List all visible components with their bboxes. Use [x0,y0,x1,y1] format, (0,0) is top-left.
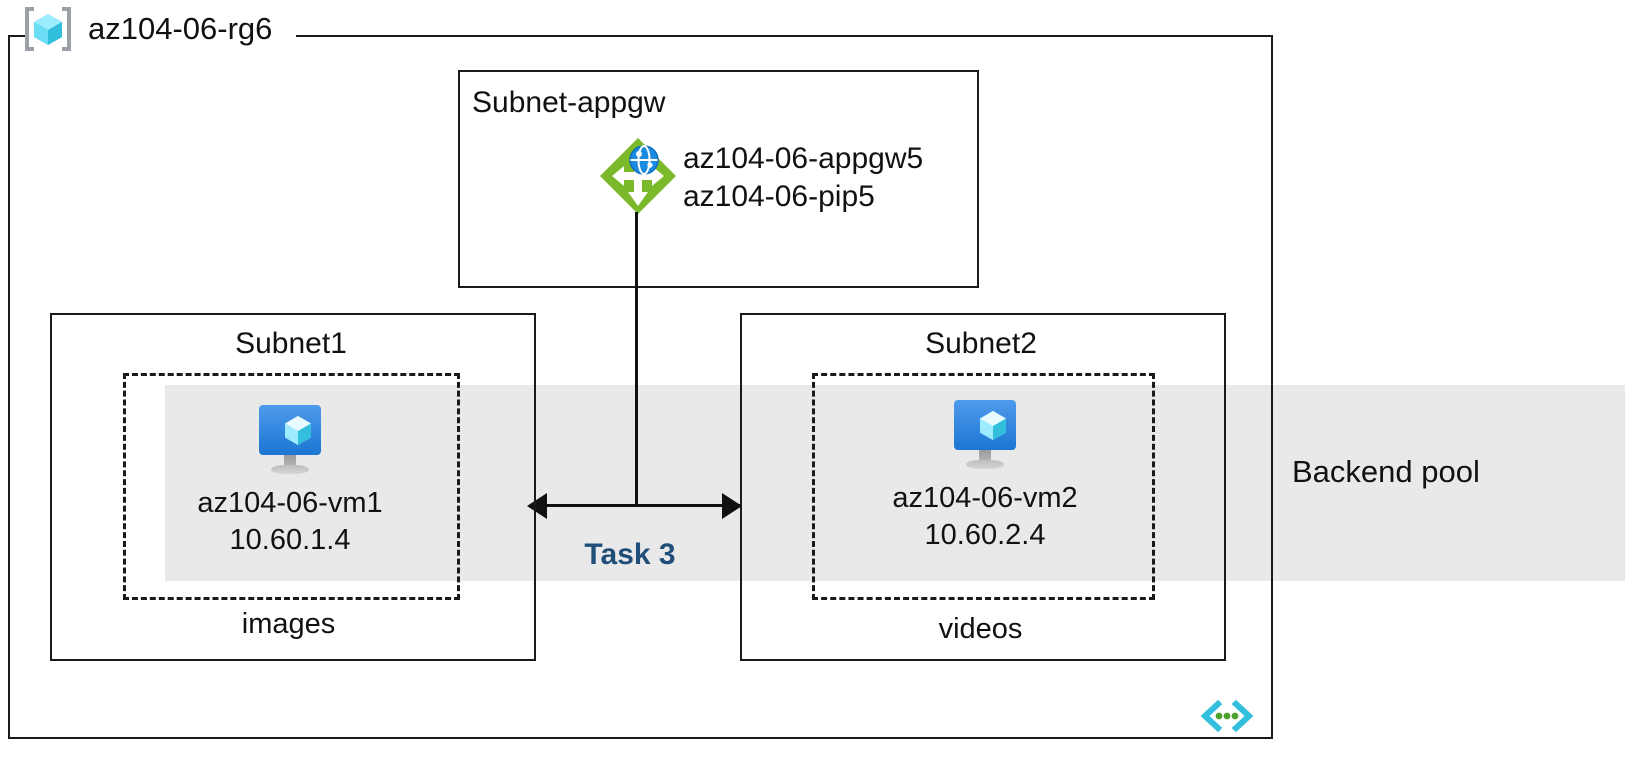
arrow-head-left [527,493,547,519]
subnet2-title: Subnet2 [925,327,1037,360]
resource-group-border-top-stub [8,35,26,37]
vm-monitor-base [966,460,1004,469]
subnet1-footer-label: images [241,608,336,640]
resource-group-border-bottom [8,737,1273,739]
vm-cube-glyph [980,411,1006,440]
vm-monitor-base [271,465,309,474]
resource-group-border-left [8,35,10,739]
backend-pool-label: Backend pool [1292,454,1480,489]
virtual-network-icon [1196,695,1258,737]
vm-monitor-neck [284,455,296,467]
application-gateway-icon [598,136,678,216]
subnet2-footer-label: videos [938,613,1023,645]
task-annotation: Task 3 [584,538,676,571]
vm-monitor-screen [954,400,1016,450]
vm1-ip: 10.60.1.4 [229,524,351,556]
resource-group-name: az104-06-rg6 [88,11,273,46]
appgw-name-label: az104-06-appgw5 [683,142,924,175]
subnet-appgw-box [458,70,979,288]
virtual-machine-icon [946,400,1024,472]
subnet-appgw-title: Subnet-appgw [472,86,666,119]
subnet2-box [740,313,1226,661]
application-gateway-labels: az104-06-appgw5 az104-06-pip5 [683,140,923,216]
vm-monitor-screen [259,405,321,455]
subnet-to-subnet-arrow-line [532,504,740,507]
arrow-head-right [722,493,742,519]
resource-group-border-right [1271,35,1273,739]
subnet1-dashed-group [123,373,460,600]
virtual-machine-icon [251,405,329,477]
resource-group-cube-icon [22,6,74,52]
vm2-ip: 10.60.2.4 [924,519,1046,551]
public-ip-label: az104-06-pip5 [683,180,875,213]
vm2-group: az104-06-vm2 10.60.2.4 [855,400,1115,554]
subnet1-title: Subnet1 [235,327,347,360]
subnet1-box [50,313,536,661]
vm-monitor-neck [979,450,991,462]
subnet2-dashed-group [812,373,1155,600]
vm2-name: az104-06-vm2 [892,482,1078,514]
gateway-to-subnets-connector [635,212,638,507]
backend-pool-band [165,385,1625,581]
vm1-name: az104-06-vm1 [197,487,383,519]
resource-group-border-top [296,35,1273,37]
vm-cube-glyph [285,416,311,445]
vm1-group: az104-06-vm1 10.60.1.4 [160,405,420,559]
